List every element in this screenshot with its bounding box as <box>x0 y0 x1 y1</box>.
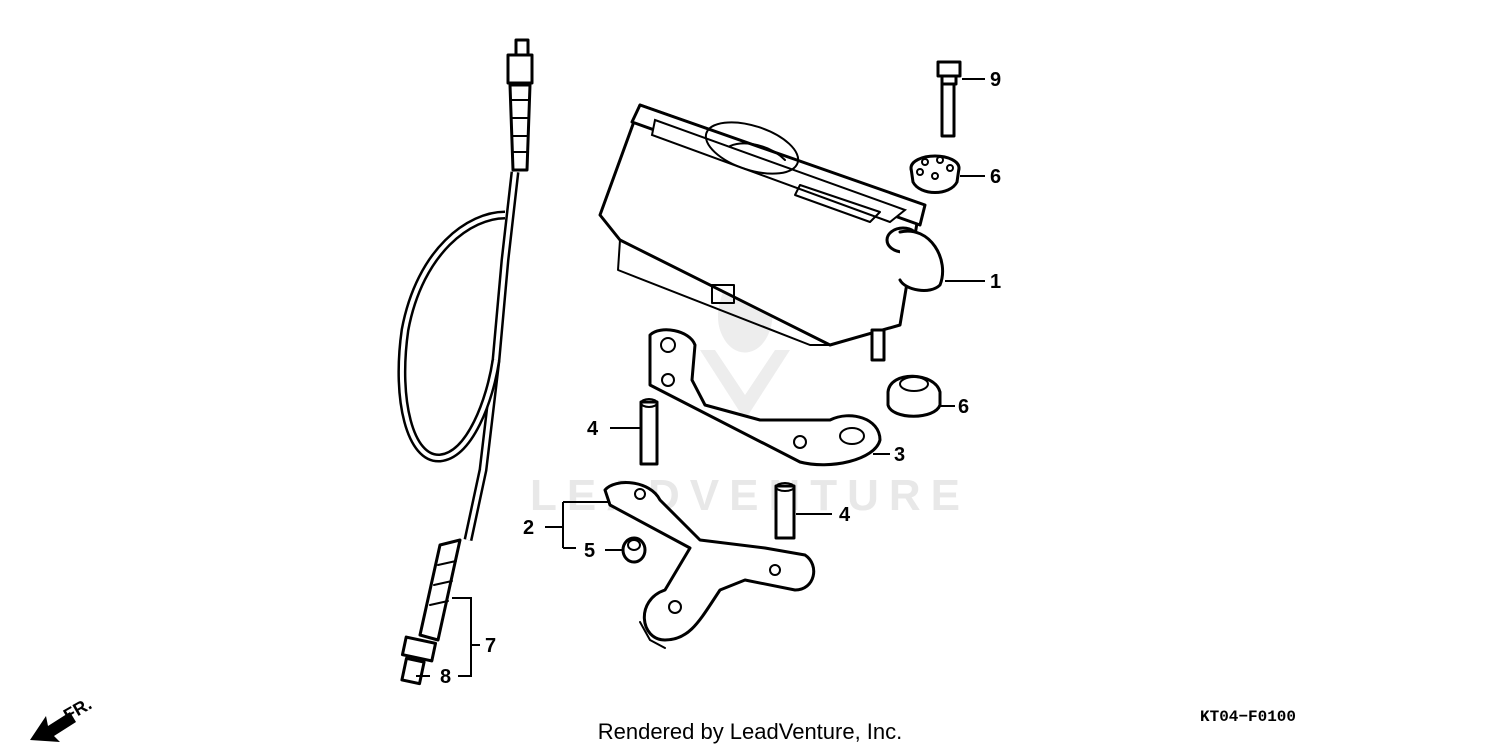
front-arrow-icon <box>30 712 76 742</box>
grommet-lower[interactable] <box>886 374 942 418</box>
callout-7: 7 <box>485 635 496 657</box>
cable-top-fitting <box>506 53 534 85</box>
callout-6-upper: 6 <box>990 166 1001 188</box>
collar-left[interactable] <box>639 398 659 466</box>
speedometer-cable[interactable] <box>397 38 534 686</box>
leader-lines <box>416 78 985 677</box>
callout-6-lower: 6 <box>958 396 969 418</box>
callout-9: 9 <box>990 69 1001 91</box>
callout-4-left: 4 <box>587 418 599 440</box>
cable-lower-boot <box>418 538 462 642</box>
meter-bracket-lower[interactable] <box>603 481 816 649</box>
callout-2: 2 <box>523 517 534 539</box>
cable-socket <box>711 284 735 304</box>
meter-bracket-upper[interactable] <box>648 328 882 467</box>
watermark-text: LEADVENTURE <box>530 471 970 520</box>
mounting-stud <box>870 328 886 362</box>
odometer-window <box>794 184 881 223</box>
callout-8: 8 <box>440 666 451 688</box>
cable-tip <box>400 656 426 686</box>
front-direction-indicator: FR. <box>30 694 95 742</box>
callout-1: 1 <box>990 271 1001 293</box>
speedometer-assembly[interactable] <box>598 103 945 362</box>
speedometer-dial-window <box>704 121 800 175</box>
collar-right[interactable] <box>774 482 796 540</box>
callout-4-right: 4 <box>839 504 851 526</box>
bolt[interactable] <box>936 60 962 138</box>
cable-top-boot <box>508 83 532 172</box>
mounting-tab <box>898 229 945 292</box>
watermark-chevron-icon <box>700 350 790 420</box>
render-credit: Rendered by LeadVenture, Inc. <box>598 719 903 744</box>
grommet-upper[interactable] <box>909 154 961 194</box>
nut[interactable] <box>621 536 647 564</box>
callout-3: 3 <box>894 444 905 466</box>
callout-5: 5 <box>584 540 595 562</box>
diagram-code: KT04−F0100 <box>1200 708 1296 726</box>
speedometer-case <box>598 103 922 347</box>
cable-lower-fitting <box>400 635 438 663</box>
